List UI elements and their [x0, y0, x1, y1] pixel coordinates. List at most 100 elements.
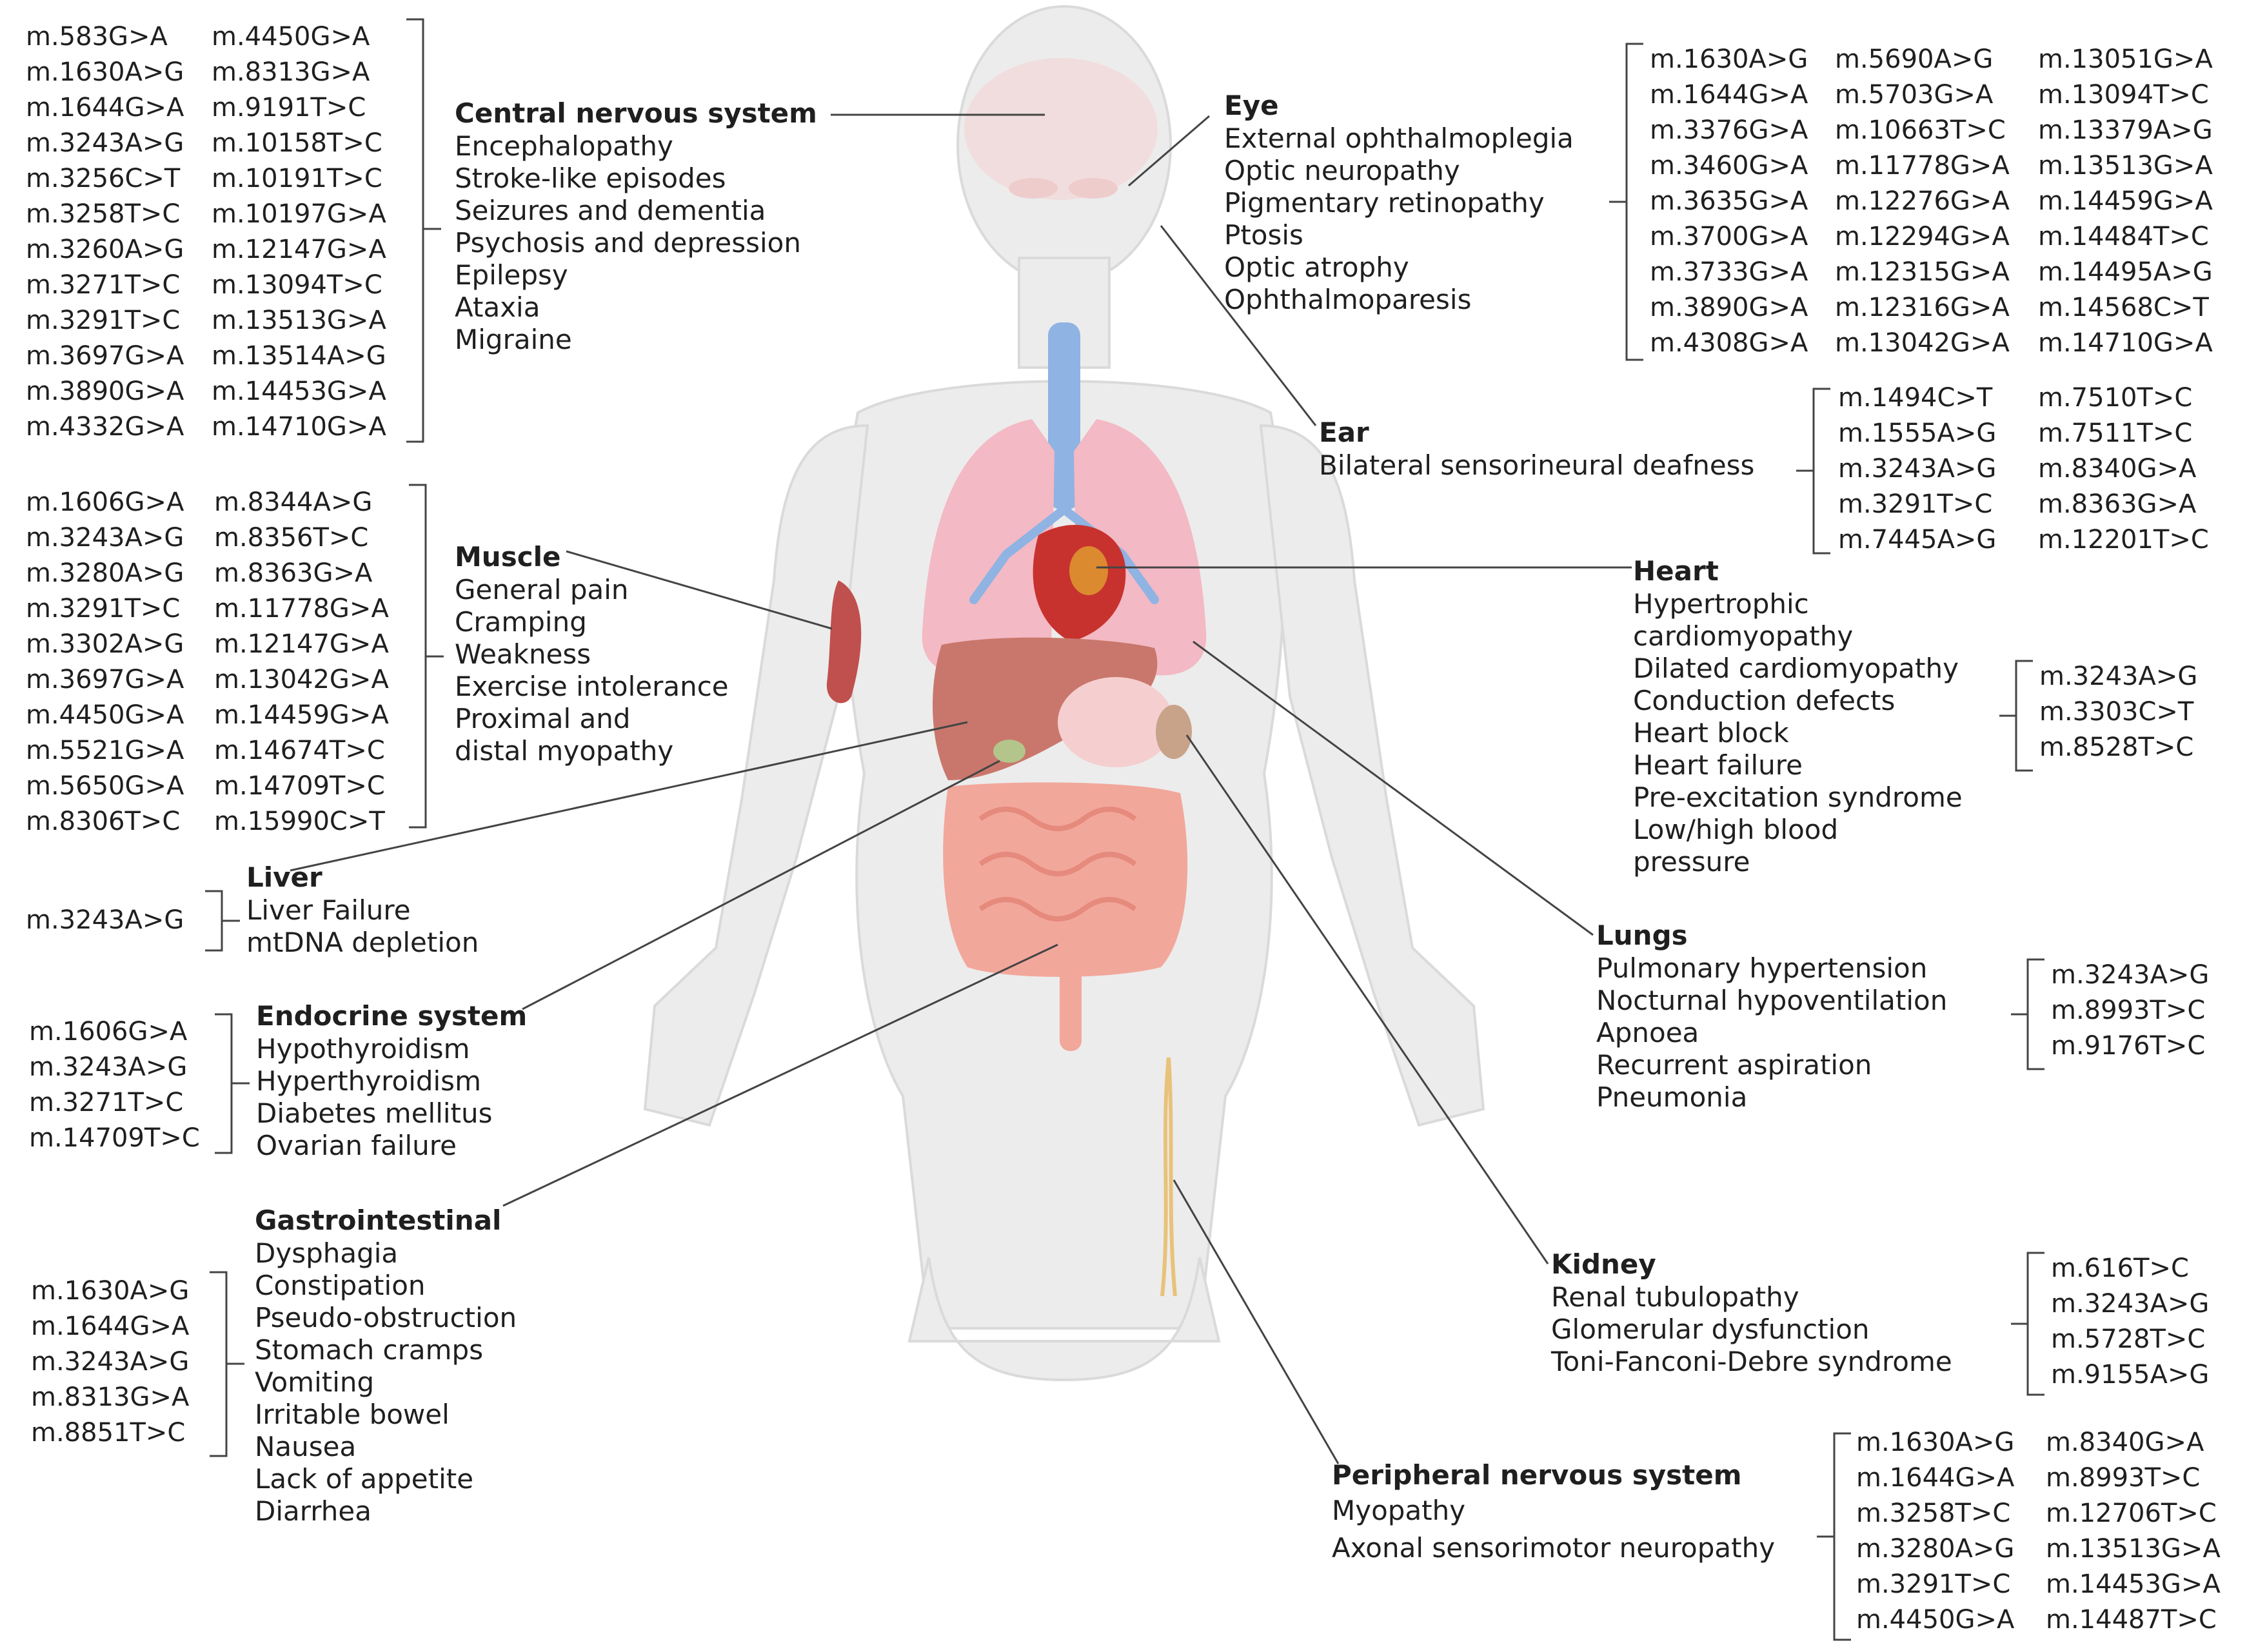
mutation: m.3291T>C: [1838, 489, 1993, 519]
leg-nerve-organ: [1160, 1057, 1177, 1297]
symptom: Bilateral sensorineural deafness: [1319, 449, 1755, 481]
symptom: Diabetes mellitus: [256, 1097, 493, 1129]
mutation: m.3376G>A: [1650, 115, 1808, 145]
mutation: m.12147G>A: [212, 235, 386, 264]
symptom: Axonal sensorimotor neuropathy: [1332, 1532, 1776, 1564]
bracket-eye: [1609, 43, 1643, 361]
muscle-mutations-col1: m.1606G>A m.3243A>G m.3280A>G m.3291T>C …: [26, 485, 184, 840]
bracket-liver: [205, 890, 240, 952]
lungs-mutations-col1: m.3243A>G m.8993T>C m.9176T>C: [2051, 958, 2209, 1064]
symptom: Dilated cardiomyopathy: [1633, 653, 1959, 684]
mutation: m.3258T>C: [26, 199, 181, 229]
arm-muscle-organ: [826, 580, 862, 703]
left-eye-organ: [1009, 178, 1058, 199]
mutation: m.14674T>C: [214, 736, 385, 765]
bracket-cns: [406, 18, 441, 443]
symptom: Optic atrophy: [1224, 251, 1409, 283]
symptom: Lack of appetite: [255, 1463, 474, 1495]
mutation: m.5650G>A: [26, 771, 184, 801]
mutation: m.3890G>A: [1650, 293, 1808, 322]
liver-section: Liver Liver Failure mtDNA depletion: [246, 861, 479, 959]
symptom: Ataxia: [455, 291, 540, 323]
cns-mutations-col1: m.583G>A m.1630A>G m.1644G>A m.3243A>G m…: [26, 19, 184, 445]
symptom: Diarrhea: [255, 1495, 372, 1527]
mutation: m.13513G>A: [2046, 1534, 2221, 1564]
mutation: m.3697G>A: [26, 341, 184, 371]
muscle-section: Muscle General pain Cramping Weakness Ex…: [455, 540, 729, 767]
thyroid-organ: [993, 740, 1025, 763]
mutation: m.1644G>A: [1650, 80, 1808, 110]
eye-mutations-col3: m.13051G>A m.13094T>C m.13379A>G m.13513…: [2038, 42, 2213, 361]
symptom: Low/high blood: [1633, 814, 1839, 845]
mutation: m.8363G>A: [214, 558, 373, 588]
eye-mutations-col2: m.5690A>G m.5703G>A m.10663T>C m.11778G>…: [1835, 42, 2010, 361]
symptom: Recurrent aspiration: [1596, 1049, 1872, 1081]
mutation: m.9155A>G: [2051, 1360, 2210, 1390]
symptom: Pigmentary retinopathy: [1224, 187, 1545, 219]
mutation: m.4450G>A: [212, 22, 370, 52]
symptom: Ovarian failure: [256, 1130, 457, 1161]
symptom: Nausea: [255, 1431, 357, 1462]
heart-mutations-col1: m.3243A>G m.3303C>T m.8528T>C: [2039, 659, 2197, 765]
symptom: Hypothyroidism: [256, 1033, 470, 1065]
mutation: m.14459G>A: [2038, 186, 2213, 216]
bracket-endocrine: [215, 1013, 250, 1154]
eye-title: Eye: [1224, 90, 1279, 121]
symptom: Constipation: [255, 1270, 426, 1301]
mutation: m.14453G>A: [212, 377, 386, 406]
mutation: m.14709T>C: [29, 1123, 200, 1153]
mutation: m.3291T>C: [1856, 1569, 2011, 1599]
mutation: m.1606G>A: [29, 1017, 188, 1047]
leader-muscle: [566, 550, 833, 630]
legs: [907, 1257, 1221, 1382]
mutation: m.8344A>G: [214, 487, 373, 517]
mutation: m.7510T>C: [2038, 383, 2193, 413]
symptom: Myopathy: [1332, 1495, 1466, 1526]
ear-mutations-col1: m.1494C>T m.1555A>G m.3243A>G m.3291T>C …: [1838, 380, 1996, 558]
leader-ear: [1160, 225, 1317, 426]
bracket-gi: [210, 1271, 244, 1457]
mutation: m.12315G>A: [1835, 257, 2010, 287]
cns-title: Central nervous system: [455, 97, 817, 129]
leader-kidney: [1185, 734, 1549, 1264]
mutation: m.13513G>A: [2038, 151, 2213, 181]
cns-mutations-col2: m.4450G>A m.8313G>A m.9191T>C m.10158T>C…: [212, 19, 386, 445]
mutation: m.13379A>G: [2038, 115, 2213, 145]
liver-mutations-col1: m.3243A>G: [26, 903, 184, 938]
rectum-organ: [1060, 961, 1082, 1051]
mutation: m.4450G>A: [26, 700, 184, 730]
mutation: m.13042G>A: [214, 665, 389, 694]
mutation: m.14459G>A: [214, 700, 389, 730]
symptom: Migraine: [455, 324, 572, 355]
liver-organ: [933, 637, 1158, 780]
kidney-organ: [1156, 705, 1192, 759]
bracket-pns: [1817, 1432, 1851, 1641]
symptom: External ophthalmoplegia: [1224, 123, 1574, 154]
symptom: cardiomyopathy: [1633, 620, 1854, 652]
mutation: m.15990C>T: [214, 807, 385, 836]
mutation: m.14453G>A: [2046, 1569, 2221, 1599]
symptom: Encephalopathy: [455, 130, 673, 162]
mutation: m.13094T>C: [212, 270, 382, 300]
mutation: m.3243A>G: [2051, 960, 2210, 990]
mutation: m.1555A>G: [1838, 418, 1997, 448]
mutation: m.3700G>A: [1650, 222, 1808, 251]
symptom: Vomiting: [255, 1366, 375, 1398]
kidney-title: Kidney: [1551, 1248, 1656, 1280]
symptom: Optic neuropathy: [1224, 155, 1460, 186]
mutation: m.3243A>G: [2039, 662, 2198, 691]
symptom: Ophthalmoparesis: [1224, 284, 1472, 315]
mutation: m.3243A>G: [26, 128, 184, 158]
mutation: m.583G>A: [26, 22, 168, 52]
symptom: Exercise intolerance: [455, 671, 729, 702]
mutation: m.3291T>C: [26, 306, 181, 335]
cns-section: Central nervous system Encephalopathy St…: [455, 97, 817, 356]
mutation: m.3271T>C: [29, 1088, 184, 1117]
mutation: m.5703G>A: [1835, 80, 1994, 110]
symptom: Pre-excitation syndrome: [1633, 782, 1963, 813]
leader-pns: [1173, 1179, 1340, 1464]
mutation: m.13513G>A: [212, 306, 386, 335]
symptom: Pseudo-obstruction: [255, 1302, 517, 1333]
pns-section: Peripheral nervous system Myopathy Axona…: [1332, 1459, 1775, 1567]
